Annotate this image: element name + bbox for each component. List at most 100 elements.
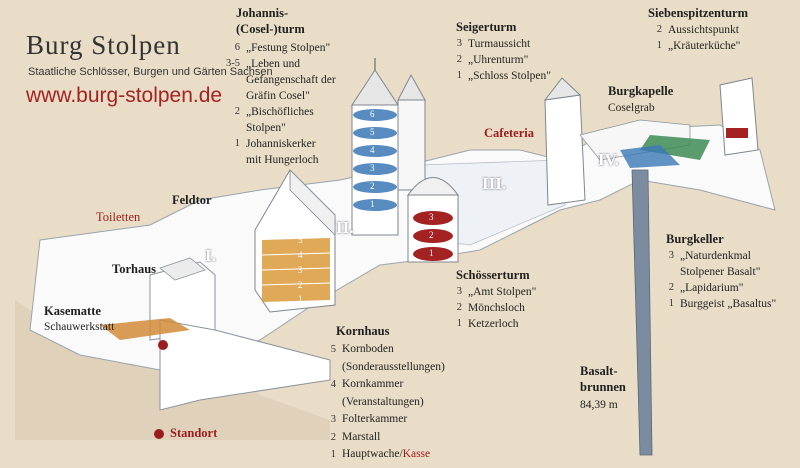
kornhaus-item: Kornboden <box>342 343 394 355</box>
schoesserturm-item: „Amt Stolpen" <box>468 286 537 298</box>
brand-title: Burg Stolpen <box>26 30 181 60</box>
schoesserturm-item: Mönchsloch <box>468 302 525 314</box>
kornhaus-item: Marstall <box>342 430 381 443</box>
kornhaus-floor-num: 3 <box>298 265 303 275</box>
johannis-num <box>218 72 240 88</box>
cafeteria-label: Cafeteria <box>484 126 534 140</box>
johannis-item: „Bischöfliches <box>246 106 314 118</box>
burgkeller-title: Burgkeller <box>666 232 724 246</box>
section-1-label: I. <box>205 246 216 265</box>
kornhaus-title: Kornhaus <box>336 324 390 338</box>
johannis-item: „Festung Stolpen" <box>246 42 331 54</box>
johannis-num: 6 <box>234 42 240 53</box>
johannis-floor-num: 2 <box>370 181 375 191</box>
seigerturm-item: „Schloss Stolpen" <box>468 70 551 82</box>
basaltbrunnen-title-1: Basalt- <box>580 364 618 378</box>
siebenspitzenturm-item: Aussichtspunkt <box>668 24 739 36</box>
siebenspitzenturm-legend: 2 Aussichtspunkt 1 „Kräuterküche" <box>640 22 741 54</box>
schoesserturm-title: Schösserturm <box>456 268 530 282</box>
schoesserturm-num: 3 <box>456 286 462 297</box>
schoesserturm-item: Ketzerloch <box>468 318 519 330</box>
kornhaus-num <box>314 359 336 377</box>
burgkeller-legend: 3 „Naturdenkmal Stolpener Basalt" 2 „Lapid… <box>652 248 776 312</box>
johannis-num: 3-5 <box>226 58 240 69</box>
seigerturm-title: Seigerturm <box>456 20 517 34</box>
johannis-num: 1 <box>234 138 240 149</box>
johannis-legend: 6„Festung Stolpen" 3-5„Leben und Gefange… <box>218 40 336 168</box>
section-4-label: IV. <box>598 150 619 169</box>
basaltbrunnen-title-2: brunnen <box>580 380 626 394</box>
johannis-item: mit Hungerloch <box>246 154 319 166</box>
johannis-title-1: Johannis- <box>236 6 289 20</box>
schoesserturm-num: 1 <box>456 318 462 329</box>
burgkeller-num <box>652 264 674 280</box>
johannis-num: 2 <box>234 106 240 117</box>
johannis-floor-num: 3 <box>370 163 375 173</box>
kornhaus-num: 4 <box>330 379 336 390</box>
johannis-floor-num: 1 <box>370 199 375 209</box>
standort-dot-icon <box>154 429 164 439</box>
johannis-item: Stolpen" <box>246 122 286 134</box>
burgkeller-num: 2 <box>668 282 674 293</box>
section-2-label: II. <box>336 218 354 237</box>
siebenspitzenturm-title: Siebenspitzenturm <box>648 6 748 20</box>
kornhaus-floor-num: 2 <box>298 280 303 290</box>
siebenspitzenturm-num: 2 <box>656 24 662 35</box>
siebenspitzenturm-num: 1 <box>656 40 662 51</box>
kasse-label: Kasse <box>402 448 431 460</box>
schoesser-floor-num: 2 <box>429 230 434 240</box>
schoesser-floor-num: 1 <box>429 248 434 258</box>
seigerturm-num: 2 <box>456 54 462 65</box>
burgkeller-item: „Naturdenkmal <box>680 250 751 262</box>
johannis-floor-num: 5 <box>370 127 375 137</box>
siebenspitzenturm-item: „Kräuterküche" <box>668 40 741 52</box>
kasematte-sub: Schauwerkstatt <box>44 321 115 333</box>
johannis-item: Gräfin Cosel" <box>246 90 310 102</box>
brand-url[interactable]: www.burg-stolpen.de <box>26 84 223 107</box>
kornhaus-item: (Veranstaltungen) <box>342 395 424 408</box>
burgkeller-num: 1 <box>668 298 674 309</box>
johannis-title-2: (Cosel-)turm <box>236 22 305 36</box>
kornhaus-floor-num: 1 <box>298 294 303 304</box>
kornhaus-num: 2 <box>330 431 336 443</box>
johannis-num <box>218 152 240 168</box>
kornhaus-item: Folterkammer <box>342 413 408 425</box>
johannis-num <box>218 120 240 136</box>
burgkeller-item: Burggeist „Basaltus" <box>680 298 777 310</box>
kornhaus-item: (Sonderausstellungen) <box>342 360 445 373</box>
seigerturm-num: 3 <box>456 38 462 49</box>
seigerturm-num: 1 <box>456 70 462 81</box>
johannis-item: „Leben und <box>246 58 300 70</box>
section-3-label: III. <box>482 174 507 193</box>
feldtor-label: Feldtor <box>172 193 212 207</box>
seigerturm-item: Turmaussicht <box>468 38 531 50</box>
schoesser-floor-num: 3 <box>429 212 434 222</box>
johannis-floor-num: 4 <box>370 145 375 155</box>
seigerturm-item: „Uhrenturm" <box>468 54 529 66</box>
schoesserturm-legend: 3 „Amt Stolpen" 2 Mönchsloch 1 Ketzerloch <box>440 284 537 332</box>
johannis-num <box>218 88 240 104</box>
kornhaus-num <box>314 394 336 412</box>
kornhaus-floor-num: 4 <box>298 250 303 260</box>
kornhaus-item: Kornkammer <box>342 378 404 390</box>
kornhaus-num: 1 <box>330 449 336 460</box>
kornhaus-item: Hauptwache/ <box>342 448 403 460</box>
johannis-floor-num: 6 <box>370 109 375 119</box>
schoesserturm-num: 2 <box>456 302 462 313</box>
kasematte-title: Kasematte <box>44 304 101 318</box>
johannis-item: Johanniskerker <box>246 138 316 150</box>
kornhaus-floor-num: 5 <box>298 235 303 245</box>
burgkeller-item: Stolpener Basalt" <box>680 266 761 278</box>
burgkeller-item: „Lapidarium" <box>680 282 744 294</box>
brand-subtitle: Staatliche Schlösser, Burgen und Gärten … <box>28 66 273 78</box>
kornhaus-num: 3 <box>330 414 336 425</box>
burgkeller-num: 3 <box>668 250 674 261</box>
torhaus-label: Torhaus <box>112 262 157 276</box>
burgkapelle-title: Burgkapelle <box>608 84 674 98</box>
toiletten-label: Toiletten <box>96 210 141 224</box>
seigerturm-legend: 3 Turmaussicht 2 „Uhrenturm" 1 „Schloss Sto… <box>440 36 551 84</box>
basaltbrunnen-depth: 84,39 m <box>580 399 618 411</box>
